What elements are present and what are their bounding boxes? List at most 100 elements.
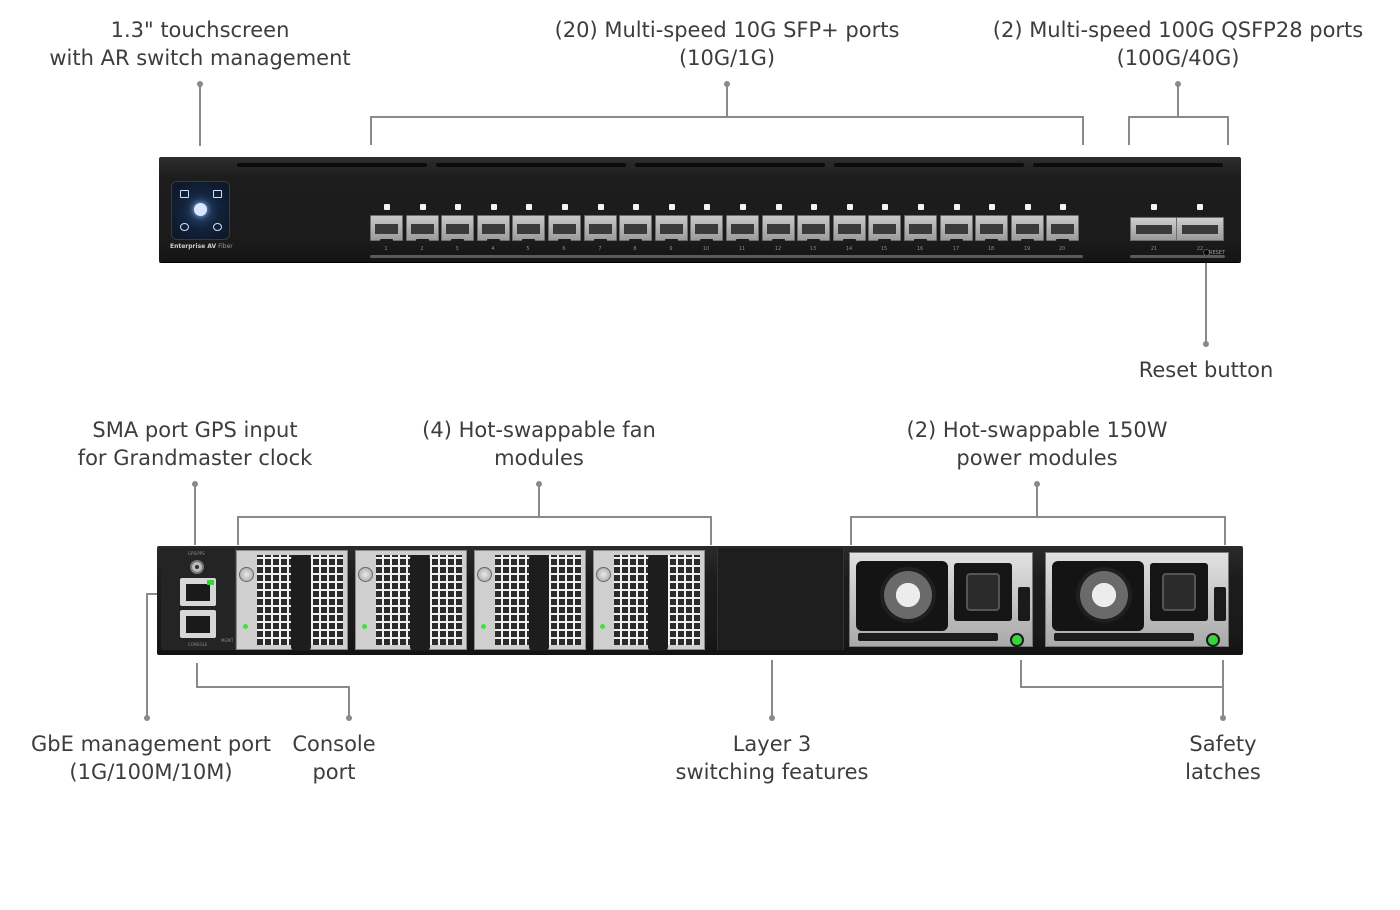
stats-icon (213, 190, 222, 198)
fan-status-led (362, 624, 367, 629)
port-number: 4 (491, 246, 495, 252)
thumbscrew-icon[interactable] (358, 567, 373, 582)
sfp-port-led (455, 204, 461, 210)
power-module[interactable] (1045, 552, 1229, 647)
port-number: 2 (420, 246, 424, 252)
power-module[interactable] (849, 552, 1033, 647)
port-number: 12 (774, 246, 782, 252)
sfp-port-led (598, 204, 604, 210)
fan-module[interactable] (593, 550, 705, 651)
callout-latches: Safety latches (1185, 732, 1261, 784)
sfp-plus-port[interactable] (1011, 215, 1044, 243)
sfp-plus-port[interactable] (619, 215, 652, 243)
console-port[interactable] (180, 610, 216, 638)
gps-label: GPS/PPS (188, 551, 205, 556)
callout-console: Console port (292, 732, 376, 784)
port-number: 17 (952, 246, 960, 252)
brand-label: Enterprise AV Fiber (170, 243, 233, 250)
leader-dot (192, 481, 198, 487)
sma-gps-port[interactable] (190, 560, 204, 574)
sfp-plus-port[interactable] (975, 215, 1008, 243)
psu-fan-icon (880, 567, 936, 623)
ac-inlet[interactable] (954, 563, 1012, 621)
center-button-icon (194, 203, 207, 216)
leader-dot (536, 481, 542, 487)
vent-slot (635, 163, 825, 167)
safety-latch[interactable] (1214, 587, 1226, 621)
vent-slot (834, 163, 1024, 167)
sfp-plus-port[interactable] (904, 215, 937, 243)
sfp-plus-port[interactable] (1046, 215, 1079, 243)
port-number: 7 (598, 246, 602, 252)
mgmt-label: MGMT (221, 638, 234, 643)
sfp-plus-port[interactable] (655, 215, 688, 243)
sfp-plus-port[interactable] (584, 215, 617, 243)
safety-latch[interactable] (1018, 587, 1030, 621)
qsfp28-port[interactable] (1176, 217, 1224, 241)
leader-power-bracket (850, 484, 1226, 545)
sfp-port-led (704, 204, 710, 210)
gbe-management-port[interactable] (180, 578, 216, 606)
sfp-plus-port[interactable] (726, 215, 759, 243)
ac-inlet[interactable] (1150, 563, 1208, 621)
leader-dot (1203, 341, 1209, 347)
port-number: 14 (845, 246, 853, 252)
sfp-plus-port[interactable] (940, 215, 973, 243)
port-number: 11 (738, 246, 746, 252)
sfp-plus-port[interactable] (370, 215, 403, 243)
fan-status-led (243, 624, 248, 629)
sfp-port-led (776, 204, 782, 210)
touchscreen-display[interactable] (171, 181, 230, 240)
sfp-plus-port[interactable] (690, 215, 723, 243)
psu-handle[interactable] (1054, 633, 1194, 641)
sfp-plus-port[interactable] (548, 215, 581, 243)
leader-dot (769, 715, 775, 721)
sfp-port-led (918, 204, 924, 210)
leader-console (196, 663, 350, 718)
sfp-plus-port[interactable] (477, 215, 510, 243)
thumbscrew-icon[interactable] (239, 567, 254, 582)
fan-module[interactable] (474, 550, 586, 651)
port-number: 20 (1058, 246, 1066, 252)
blank-panel (717, 548, 844, 650)
port-number: 19 (1023, 246, 1031, 252)
psu-fan-housing (856, 561, 948, 631)
leader-dot (144, 715, 150, 721)
callout-qsfp-ports: (2) Multi-speed 100G QSFP28 ports (100G/… (992, 18, 1364, 70)
port-number: 18 (987, 246, 995, 252)
sfp-plus-port[interactable] (833, 215, 866, 243)
port-number: 22 (1196, 246, 1204, 252)
switch-rear-panel: GPS/PPS CONSOLE MGMT (157, 546, 1243, 655)
callout-power: (2) Hot-swappable 150W power modules (906, 418, 1168, 470)
sfp-plus-port[interactable] (512, 215, 545, 243)
qsfp-led (1151, 204, 1157, 210)
link-led (207, 580, 214, 585)
fan-handle[interactable] (529, 555, 549, 651)
sfp-port-led (989, 204, 995, 210)
thumbscrew-icon[interactable] (477, 567, 492, 582)
fan-handle[interactable] (410, 555, 430, 651)
sfp-plus-port[interactable] (797, 215, 830, 243)
port-number: 9 (669, 246, 673, 252)
qsfp28-port[interactable] (1130, 217, 1178, 241)
psu-handle[interactable] (858, 633, 998, 641)
leader-dot (197, 81, 203, 87)
sfp-port-led (384, 204, 390, 210)
sfp-plus-port[interactable] (868, 215, 901, 243)
thumbscrew-icon[interactable] (596, 567, 611, 582)
leader-dot (1034, 481, 1040, 487)
sfp-port-led (740, 204, 746, 210)
sfp-plus-port[interactable] (406, 215, 439, 243)
sfp-plus-port[interactable] (441, 215, 474, 243)
callout-sma: SMA port GPS input for Grandmaster clock (77, 418, 313, 470)
fan-handle[interactable] (291, 555, 311, 651)
reset-button[interactable] (1203, 249, 1210, 256)
leader-dot (1220, 715, 1226, 721)
fan-module[interactable] (355, 550, 467, 651)
fan-handle[interactable] (648, 555, 668, 651)
management-section: GPS/PPS CONSOLE MGMT (161, 548, 236, 650)
sfp-plus-port[interactable] (762, 215, 795, 243)
callout-sfp-ports: (20) Multi-speed 10G SFP+ ports (10G/1G) (554, 18, 900, 70)
fan-module[interactable] (236, 550, 348, 651)
leader-dot (346, 715, 352, 721)
